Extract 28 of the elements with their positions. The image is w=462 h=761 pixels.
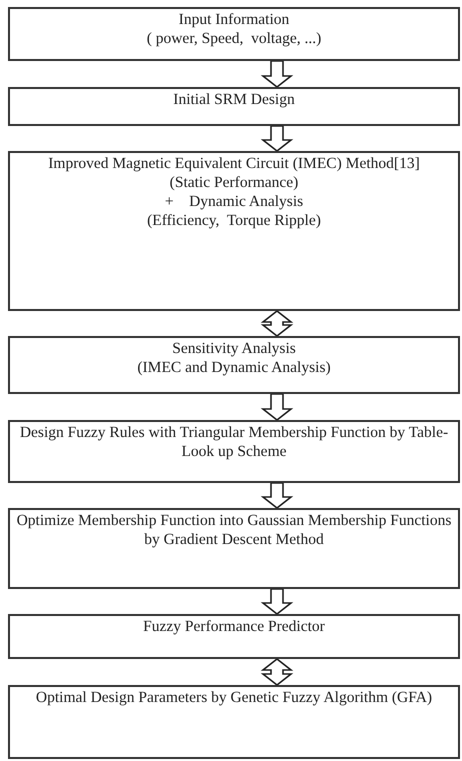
- process-box: [8, 87, 460, 126]
- box-text: Optimal Design Parameters by Genetic Fuzzy Algorithm (GFA): [34, 688, 434, 707]
- block-arrow: [260, 482, 294, 510]
- box-text: Sensitivity Analysis: [171, 339, 297, 358]
- process-box: [8, 420, 460, 483]
- block-arrow: [260, 658, 294, 686]
- box-text: Initial SRM Design: [172, 90, 296, 109]
- block-arrow: [260, 60, 294, 88]
- box-text: ( power, Speed, voltage, ...): [146, 29, 322, 48]
- box-text: (Static Performance): [168, 173, 300, 192]
- box-text: Improved Magnetic Equivalent Circuit (IMEC) Method[13]: [47, 154, 421, 173]
- box-text: Design Fuzzy Rules with Triangular Membership Function by Table-Look up Scheme: [18, 423, 450, 461]
- process-box: [8, 336, 460, 394]
- box-text: Fuzzy Performance Predictor: [142, 617, 326, 636]
- block-arrow: [260, 310, 294, 338]
- block-arrow: [260, 588, 294, 616]
- box-text: Optimize Membership Function into Gaussian Membership Functions by Gradient Descent Method: [16, 511, 452, 549]
- box-text: + Dynamic Analysis: [164, 192, 304, 211]
- process-box: [8, 685, 460, 759]
- process-box: [8, 151, 460, 311]
- box-text: Input Information: [178, 10, 290, 29]
- process-box: [8, 614, 460, 659]
- process-box: [8, 7, 460, 61]
- box-text: (Efficiency, Torque Ripple): [146, 211, 322, 230]
- block-arrow: [260, 393, 294, 422]
- box-text: (IMEC and Dynamic Analysis): [136, 358, 332, 377]
- block-arrow: [260, 125, 294, 152]
- process-box: [8, 508, 460, 589]
